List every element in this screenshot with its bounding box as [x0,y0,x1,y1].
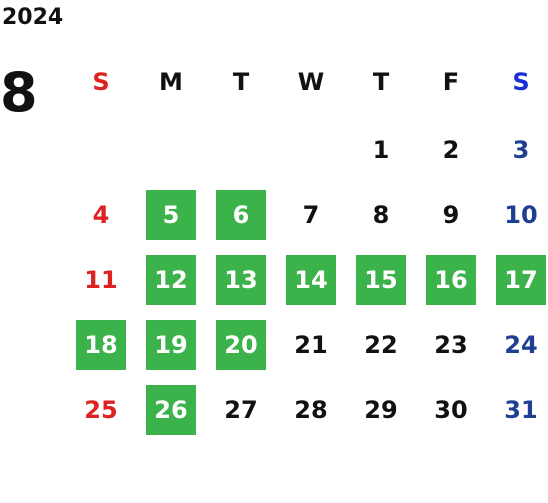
calendar-day-13[interactable]: 13 [216,255,266,305]
calendar-day-20[interactable]: 20 [216,320,266,370]
year-label: 2024 [2,5,64,30]
weekday-header-wednesday: W [297,68,325,96]
calendar-day-27[interactable]: 27 [224,396,258,424]
month-number: 8 [0,61,38,124]
calendar-day-22[interactable]: 22 [364,331,398,359]
weekday-header-thursday: T [372,68,390,96]
calendar-day-3[interactable]: 3 [512,136,530,164]
calendar-day-1[interactable]: 1 [372,136,390,164]
calendar-day-12[interactable]: 12 [146,255,196,305]
calendar-day-23[interactable]: 23 [434,331,468,359]
calendar-day-14[interactable]: 14 [286,255,336,305]
calendar-day-9[interactable]: 9 [442,201,460,229]
calendar-day-28[interactable]: 28 [294,396,328,424]
weekday-header-saturday: S [512,68,530,96]
calendar-day-25[interactable]: 25 [84,396,118,424]
calendar-day-16[interactable]: 16 [426,255,476,305]
calendar-day-4[interactable]: 4 [92,201,110,229]
calendar-day-15[interactable]: 15 [356,255,406,305]
calendar-day-30[interactable]: 30 [434,396,468,424]
calendar-day-7[interactable]: 7 [302,201,320,229]
weekday-header-friday: F [442,68,460,96]
calendar-day-8[interactable]: 8 [372,201,390,229]
calendar-day-29[interactable]: 29 [364,396,398,424]
calendar-day-24[interactable]: 24 [504,331,538,359]
calendar-day-21[interactable]: 21 [294,331,328,359]
calendar-day-17[interactable]: 17 [496,255,546,305]
calendar-day-5[interactable]: 5 [146,190,196,240]
calendar-day-6[interactable]: 6 [216,190,266,240]
weekday-header-monday: M [159,68,183,96]
calendar-day-19[interactable]: 19 [146,320,196,370]
calendar-day-11[interactable]: 11 [84,266,118,294]
weekday-header-sunday: S [92,68,110,96]
calendar-day-26[interactable]: 26 [146,385,196,435]
calendar-day-31[interactable]: 31 [504,396,538,424]
weekday-header-tuesday: T [232,68,250,96]
calendar-day-2[interactable]: 2 [442,136,460,164]
calendar-day-18[interactable]: 18 [76,320,126,370]
calendar-day-10[interactable]: 10 [504,201,538,229]
